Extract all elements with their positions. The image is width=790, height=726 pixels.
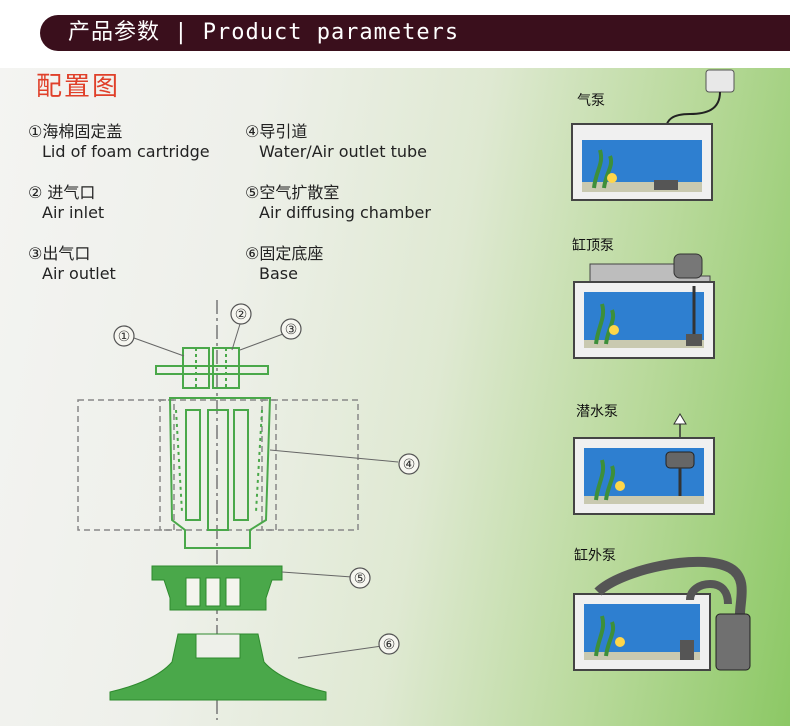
external-pump-icon bbox=[715, 613, 751, 671]
callout-5: ⑤ bbox=[354, 571, 367, 587]
fixed-base bbox=[109, 633, 327, 701]
part-1-en: Lid of foam cartridge bbox=[42, 142, 210, 161]
part-4-en: Water/Air outlet tube bbox=[259, 142, 428, 161]
tank-label-submersible-pump: 潜水泵 bbox=[576, 404, 618, 420]
tank-label-air-pump: 气泵 bbox=[577, 93, 605, 109]
callout-6: ⑥ bbox=[383, 637, 396, 653]
part-5: ⑤空气扩散室 Air diffusing chamber bbox=[245, 183, 431, 223]
fish-icon bbox=[607, 173, 617, 183]
fish-icon bbox=[615, 481, 625, 491]
part-5-cn: ⑤空气扩散室 bbox=[245, 183, 340, 202]
header: 产品参数 | Product parameters bbox=[0, 0, 790, 68]
part-6-cn: ⑥固定底座 bbox=[245, 244, 324, 263]
callout-2: ② bbox=[235, 307, 248, 323]
part-2: ② 进气口 Air inlet bbox=[28, 183, 104, 223]
leader-lines bbox=[133, 323, 399, 659]
plant-icon bbox=[594, 459, 616, 501]
part-6-en: Base bbox=[259, 264, 298, 283]
plant-icon bbox=[594, 615, 616, 657]
up-arrow-icon bbox=[673, 413, 687, 425]
part-4-cn: ④导引道 bbox=[245, 122, 308, 141]
foam-cartridge bbox=[77, 399, 359, 531]
section-title: 配置图 bbox=[36, 72, 121, 102]
tank-top-pump bbox=[573, 253, 715, 359]
part-3: ③出气口 Air outlet bbox=[28, 244, 116, 284]
part-1: ①海棉固定盖 Lid of foam cartridge bbox=[28, 122, 210, 162]
callout-1: ① bbox=[118, 329, 131, 345]
diffusing-chamber bbox=[151, 565, 283, 611]
part-2-en: Air inlet bbox=[42, 203, 105, 222]
top-cap bbox=[155, 347, 269, 389]
plant-icon bbox=[594, 303, 616, 345]
part-3-cn: ③出气口 bbox=[28, 244, 91, 263]
part-2-cn: ② 进气口 bbox=[28, 183, 96, 202]
tank-air-pump bbox=[571, 69, 735, 201]
part-3-en: Air outlet bbox=[42, 264, 116, 283]
outlet-tube bbox=[168, 397, 272, 549]
tank-water bbox=[584, 292, 704, 348]
fish-icon bbox=[609, 325, 619, 335]
header-bar bbox=[40, 15, 790, 51]
plant-icon bbox=[592, 149, 614, 189]
callout-4: ④ bbox=[403, 457, 416, 473]
air-pump-icon bbox=[705, 69, 735, 93]
header-title: 产品参数 | Product parameters bbox=[68, 20, 460, 45]
part-6: ⑥固定底座 Base bbox=[245, 244, 323, 284]
callout-circles bbox=[113, 303, 420, 655]
fish-icon bbox=[615, 637, 625, 647]
part-1-cn: ①海棉固定盖 bbox=[28, 122, 123, 141]
tank-label-top-pump: 缸顶泵 bbox=[572, 238, 614, 254]
tank-label-external-pump: 缸外泵 bbox=[574, 548, 616, 564]
callout-3: ③ bbox=[285, 322, 298, 338]
part-4: ④导引道 Water/Air outlet tube bbox=[245, 122, 427, 162]
tank-external-pump bbox=[573, 556, 751, 671]
part-5-en: Air diffusing chamber bbox=[259, 203, 431, 222]
external-hose bbox=[594, 556, 747, 615]
tank-submersible-pump bbox=[573, 413, 715, 515]
